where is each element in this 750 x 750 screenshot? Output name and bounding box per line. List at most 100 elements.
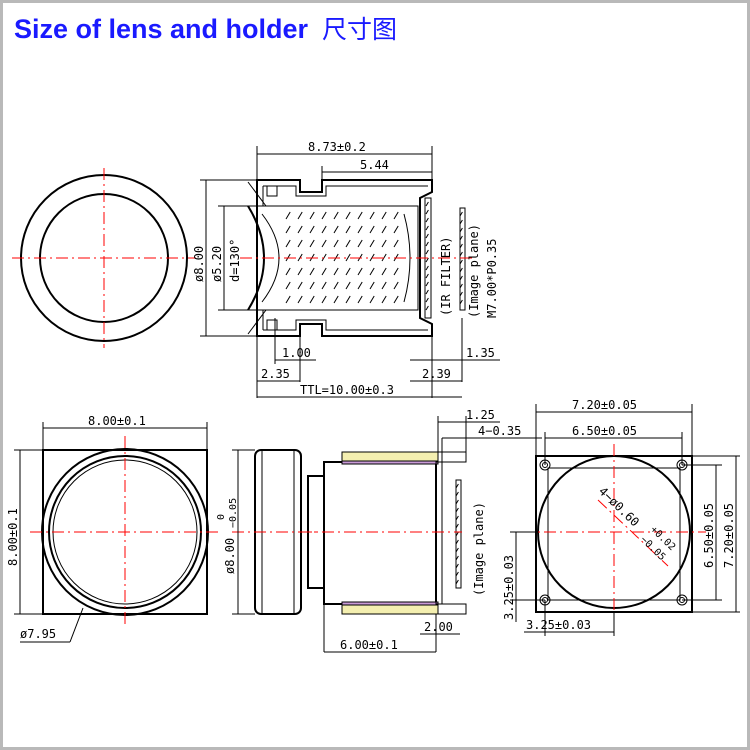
holder-sensor-hatch	[455, 483, 459, 585]
hatch-stroke	[425, 201, 429, 207]
hatch-stroke	[321, 253, 327, 262]
sensor-hatch	[459, 211, 463, 305]
hatch-stroke	[455, 531, 459, 537]
hatch-stroke	[425, 217, 429, 223]
dim-holder-4035: 4−0.35	[478, 424, 521, 438]
dim-holes: 4−ø0.60	[596, 484, 642, 529]
dim-fov: d=130°	[228, 239, 242, 282]
dim-dia52: ø5.20	[210, 246, 224, 282]
dim-ttl: TTL=10.00±0.3	[300, 383, 394, 397]
hatch-stroke	[345, 211, 351, 220]
hatch-stroke	[459, 283, 463, 289]
holder-back-view: 4−ø0.60 +0.02 −0.05 7.20±0.05 6.50±0.05 …	[502, 398, 740, 636]
hatch-stroke	[393, 225, 399, 234]
hatch-stroke	[381, 239, 387, 248]
hatch-stroke	[357, 267, 363, 276]
hole-leader	[597, 499, 669, 567]
hatch-stroke	[345, 295, 351, 304]
hatch-stroke	[297, 267, 303, 276]
holder-side-view: (Image plane) 1.25 4−0.35 2.00 6.00±0.1	[300, 408, 542, 653]
dim-back-650h: 6.50±0.05	[702, 503, 716, 568]
pad-top	[341, 460, 439, 465]
hatch-stroke	[369, 239, 375, 248]
hatch-stroke	[393, 239, 399, 248]
hatch-stroke	[381, 295, 387, 304]
hatch-stroke	[425, 273, 429, 279]
hatch-stroke	[297, 295, 303, 304]
holder-flange	[435, 461, 443, 605]
hatch-stroke	[393, 267, 399, 276]
pad-bottom	[341, 601, 439, 606]
dim-back-720h: 7.20±0.05	[722, 503, 736, 568]
hatch-stroke	[455, 555, 459, 561]
hatch-stroke	[357, 295, 363, 304]
holder-sensor	[455, 479, 462, 589]
dim-back-720w: 7.20±0.05	[572, 398, 637, 412]
dim-544: 5.44	[360, 158, 389, 172]
ir-filter-label: (IR FILTER)	[439, 237, 453, 316]
dim-front-dia: ø7.95	[20, 627, 56, 641]
holder-image-plane: (Image plane)	[472, 502, 486, 596]
hatch-stroke	[285, 267, 291, 276]
hatch-stroke	[425, 249, 429, 255]
holder-front-view: 8.00±0.1 8.00±0.1 ø7.95	[6, 414, 222, 643]
hatch-stroke	[425, 305, 429, 311]
hatch-stroke	[459, 275, 463, 281]
pin-bottom	[438, 603, 467, 615]
dim-front-width: 8.00±0.1	[88, 414, 146, 428]
dim-back-325w: 3.25±0.03	[526, 618, 591, 632]
dim-135: 1.35	[466, 346, 495, 360]
dim-side-tol-lower: −0.05	[228, 498, 239, 528]
hatch-stroke	[455, 571, 459, 577]
hatch-stroke	[285, 211, 291, 220]
hatch-stroke	[393, 211, 399, 220]
hatch-stroke	[425, 241, 429, 247]
hatch-stroke	[321, 267, 327, 276]
hatch-stroke	[345, 281, 351, 290]
pin-top	[438, 451, 467, 463]
step-bottom	[266, 319, 278, 331]
hatch-stroke	[393, 281, 399, 290]
hatch-stroke	[393, 295, 399, 304]
hatch-stroke	[333, 211, 339, 220]
hatch-stroke	[297, 239, 303, 248]
hatch-stroke	[285, 295, 291, 304]
hatch-stroke	[345, 253, 351, 262]
dim-239: 2.39	[422, 367, 451, 381]
hatch-stroke	[321, 281, 327, 290]
dim-side-tol-upper: 0	[216, 514, 227, 520]
dim-873: 8.73±0.2	[308, 140, 366, 154]
hatch-stroke	[381, 253, 387, 262]
dim-235: 2.35	[261, 367, 290, 381]
dim-holder-125: 1.25	[466, 408, 495, 422]
hatch-stroke	[459, 235, 463, 241]
hatch-stroke	[459, 251, 463, 257]
hatch-stroke	[425, 209, 429, 215]
holder-body	[323, 461, 437, 605]
step-top	[266, 185, 278, 197]
dim-holder-600: 6.00±0.1	[340, 638, 398, 652]
dim-side-dia: ø8.00	[223, 538, 237, 574]
hatch-stroke	[459, 267, 463, 273]
barrel-inner-top	[263, 185, 428, 197]
fov-line-bottom	[247, 309, 267, 335]
hatch-stroke	[455, 483, 459, 489]
hatch-stroke	[425, 225, 429, 231]
fov-line-top	[247, 181, 267, 207]
hatch-stroke	[285, 281, 291, 290]
hatch-stroke	[425, 257, 429, 263]
hatch-stroke	[459, 291, 463, 297]
hatch-stroke	[321, 211, 327, 220]
hatch-stroke	[309, 267, 315, 276]
dim-dia8: ø8.00	[192, 246, 206, 282]
hatch-stroke	[321, 295, 327, 304]
image-plane-label: (Image plane)	[467, 224, 481, 318]
image-plane-sensor	[459, 207, 466, 311]
hatch-stroke	[425, 281, 429, 287]
hatch-stroke	[309, 211, 315, 220]
hatch-stroke	[425, 233, 429, 239]
title-english: Size of lens and holder	[14, 14, 309, 44]
hatch-stroke	[459, 243, 463, 249]
dim-front-height: 8.00±0.1	[6, 508, 20, 566]
